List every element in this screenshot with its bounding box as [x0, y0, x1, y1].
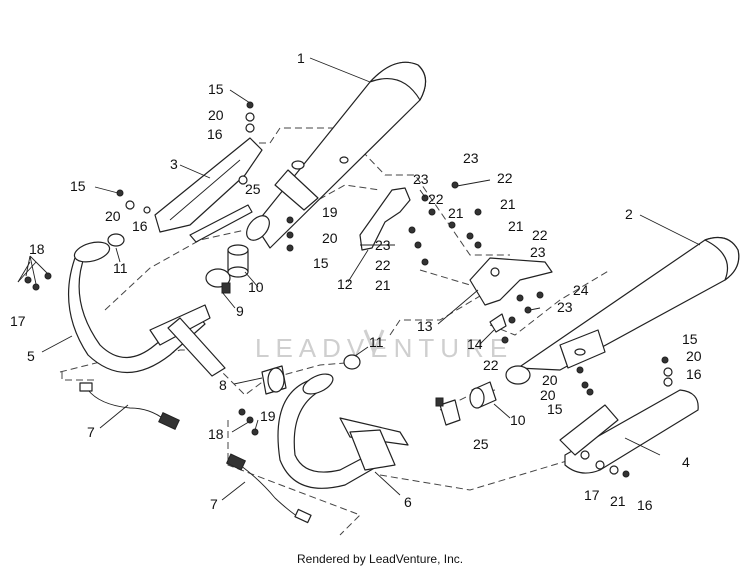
callout-21-e: 22	[483, 357, 499, 373]
callout-15-c: 15	[313, 255, 329, 271]
sleeve-lower	[469, 381, 497, 409]
callout-13: 13	[417, 318, 433, 334]
callout-20-c: 20	[322, 230, 338, 246]
callout-19-a: 19	[322, 204, 338, 220]
callout-2: 2	[625, 206, 633, 222]
callout-16-b: 16	[132, 218, 148, 234]
callout-7-upper: 7	[87, 424, 95, 440]
callout-8: 8	[219, 377, 227, 393]
clamp-24	[435, 397, 461, 426]
head-pipe-lower	[277, 373, 409, 489]
callout-20-b: 20	[105, 208, 121, 224]
callout-23-b: 23	[413, 171, 429, 187]
callout-23-a: 23	[463, 150, 479, 166]
callout-4: 4	[682, 454, 690, 470]
callout-23-d: 23	[530, 244, 546, 260]
callout-20-a: 20	[208, 107, 224, 123]
callout-20-e: 20	[686, 348, 702, 364]
bracket-13	[469, 257, 553, 306]
callout-20-f: 21	[610, 493, 626, 509]
callout-17-a: 17	[10, 313, 26, 329]
callout-15-e: 15	[682, 331, 698, 347]
callout-15-a: 15	[208, 81, 224, 97]
fasteners	[24, 101, 673, 478]
o2-sensor-lower	[225, 453, 312, 524]
sleeve-upper	[227, 244, 249, 278]
callout-22-d: 22	[375, 257, 391, 273]
callout-19-b: 20	[542, 372, 558, 388]
callout-16-c: 16	[686, 366, 702, 382]
callout-22-e: 23	[557, 299, 573, 315]
callout-9: 9	[236, 303, 244, 319]
callout-14: 14	[467, 336, 483, 352]
callout-21-b: 21	[500, 196, 516, 212]
clamp-9	[205, 268, 231, 294]
gasket-upper	[107, 233, 125, 247]
bracket-12	[359, 187, 411, 251]
heat-shield-lower	[559, 389, 699, 474]
callout-21-a: 21	[448, 205, 464, 221]
callout-21-c: 21	[508, 218, 524, 234]
callout-16-d: 17	[584, 487, 600, 503]
callout-11-upper: 11	[113, 260, 128, 276]
callout-18-b: 19	[260, 408, 276, 424]
callout-22-c: 22	[532, 227, 548, 243]
callout-labels: 1 2 3 4 5 6 7 7 8 9 10 10 11 11 12 13 14…	[10, 50, 702, 513]
callout-10-lower: 10	[510, 412, 526, 428]
callout-22-b: 22	[497, 170, 513, 186]
callout-20-d: 20	[540, 387, 556, 403]
head-pipe-upper	[68, 241, 226, 377]
leader-lines	[17, 57, 701, 501]
callout-15-b: 15	[70, 178, 86, 194]
callout-16-a: 16	[207, 126, 223, 142]
heat-shield-upper	[154, 137, 263, 233]
callout-23-e: 24	[573, 282, 589, 298]
watermark-logo	[363, 329, 385, 356]
muffler-lower	[505, 237, 740, 385]
callout-6: 6	[404, 494, 412, 510]
callout-25-upper: 25	[245, 181, 261, 197]
callout-7-lower: 7	[210, 496, 218, 512]
callout-1: 1	[297, 50, 305, 66]
callout-18-a: 18	[29, 241, 45, 257]
callout-5: 5	[27, 348, 35, 364]
bracket-14	[489, 313, 507, 333]
callout-21-d: 21	[375, 277, 391, 293]
callout-15-f: 16	[637, 497, 653, 513]
callout-24: 25	[473, 436, 489, 452]
callout-23-c: 23	[375, 237, 391, 253]
gasket-lower	[343, 354, 361, 370]
clamp-8	[261, 365, 287, 395]
callout-12: 12	[337, 276, 353, 292]
o2-sensor-upper	[79, 382, 180, 430]
callout-10-upper: 10	[248, 279, 264, 295]
callout-22-a: 22	[428, 191, 444, 207]
callout-17-b: 18	[208, 426, 224, 442]
callout-11-lower: 11	[369, 334, 384, 350]
callout-3: 3	[170, 156, 178, 172]
shield-strip-upper	[189, 204, 253, 243]
muffler-upper	[246, 61, 427, 249]
footer-credit: Rendered by LeadVenture, Inc.	[297, 552, 463, 566]
callout-15-d: 15	[547, 401, 563, 417]
